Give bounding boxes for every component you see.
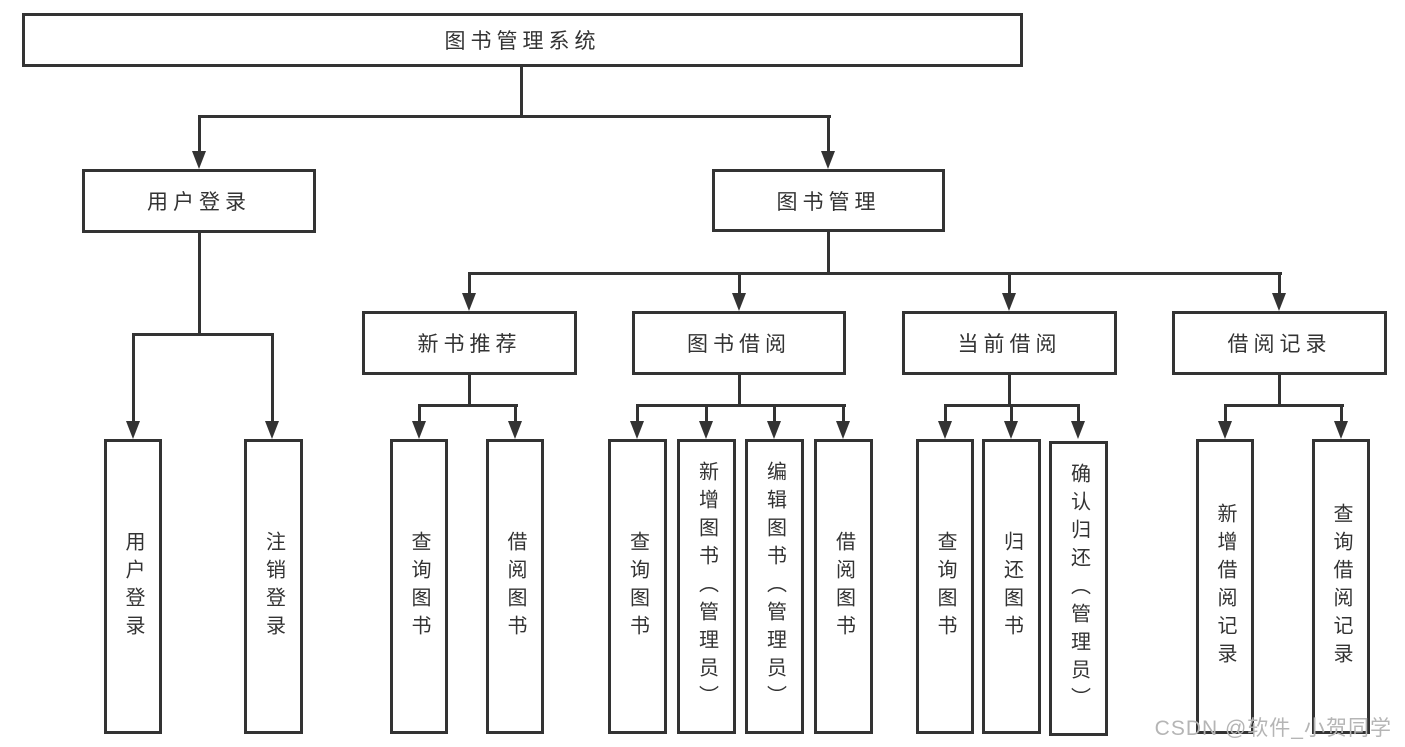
arrow-down-icon bbox=[1004, 421, 1018, 439]
arrow-down-icon bbox=[836, 421, 850, 439]
connector-line bbox=[827, 232, 830, 275]
node-book-management: 图书管理 bbox=[712, 169, 945, 232]
connector-line bbox=[198, 233, 201, 336]
connector-line bbox=[842, 404, 845, 424]
node-leaf-edit-books-admin: 编辑图书（管理员） bbox=[745, 439, 804, 734]
node-leaf-query-borrow-record: 查询借阅记录 bbox=[1312, 439, 1370, 734]
connector-line bbox=[468, 272, 471, 297]
connector-line bbox=[468, 375, 471, 407]
connector-line bbox=[1278, 375, 1281, 407]
arrow-down-icon bbox=[1218, 421, 1232, 439]
arrow-down-icon bbox=[1334, 421, 1348, 439]
connector-line bbox=[636, 404, 846, 407]
connector-line bbox=[1278, 272, 1281, 297]
arrow-down-icon bbox=[821, 151, 835, 169]
node-book-borrowing: 图书借阅 bbox=[632, 311, 846, 375]
connector-line bbox=[132, 333, 135, 423]
node-user-login: 用户登录 bbox=[82, 169, 316, 233]
arrow-down-icon bbox=[1071, 421, 1085, 439]
node-leaf-logout: 注销登录 bbox=[244, 439, 303, 734]
connector-line bbox=[198, 115, 831, 118]
arrow-down-icon bbox=[938, 421, 952, 439]
arrow-down-icon bbox=[699, 421, 713, 439]
connector-line bbox=[1010, 404, 1013, 424]
node-leaf-borrow-books: 借阅图书 bbox=[814, 439, 873, 734]
connector-line bbox=[132, 333, 274, 336]
node-leaf-add-borrow-record: 新增借阅记录 bbox=[1196, 439, 1254, 734]
node-borrowing-records: 借阅记录 bbox=[1172, 311, 1387, 375]
connector-line bbox=[705, 404, 708, 424]
node-leaf-user-login: 用户登录 bbox=[104, 439, 162, 734]
connector-line bbox=[738, 375, 741, 407]
arrow-down-icon bbox=[1272, 293, 1286, 311]
node-leaf-query-books: 查询图书 bbox=[608, 439, 667, 734]
node-leaf-return-books: 归还图书 bbox=[982, 439, 1041, 734]
connector-line bbox=[1008, 272, 1011, 297]
arrow-down-icon bbox=[192, 151, 206, 169]
connector-line bbox=[1224, 404, 1344, 407]
arrow-down-icon bbox=[1002, 293, 1016, 311]
connector-line bbox=[514, 404, 517, 424]
node-new-book-recommendation: 新书推荐 bbox=[362, 311, 577, 375]
arrow-down-icon bbox=[732, 293, 746, 311]
node-leaf-confirm-return-admin: 确认归还（管理员） bbox=[1049, 441, 1108, 736]
node-current-borrowing: 当前借阅 bbox=[902, 311, 1117, 375]
connector-line bbox=[1008, 375, 1011, 407]
node-leaf-query-books: 查询图书 bbox=[390, 439, 448, 734]
node-leaf-add-books-admin: 新增图书（管理员） bbox=[677, 439, 736, 734]
arrow-down-icon bbox=[767, 421, 781, 439]
csdn-watermark: CSDN @软件_小贺同学 bbox=[1154, 717, 1392, 740]
connector-line bbox=[1077, 404, 1080, 424]
connector-line bbox=[198, 115, 201, 153]
arrow-down-icon bbox=[630, 421, 644, 439]
connector-line bbox=[738, 272, 741, 297]
arrow-down-icon bbox=[126, 421, 140, 439]
arrow-down-icon bbox=[412, 421, 426, 439]
connector-line bbox=[418, 404, 421, 424]
connector-line bbox=[636, 404, 639, 424]
connector-line bbox=[468, 272, 1282, 275]
connector-line bbox=[1340, 404, 1343, 424]
node-leaf-query-books: 查询图书 bbox=[916, 439, 974, 734]
connector-line bbox=[418, 404, 518, 407]
node-leaf-borrow-books: 借阅图书 bbox=[486, 439, 544, 734]
connector-line bbox=[271, 333, 274, 423]
connector-line bbox=[944, 404, 947, 424]
arrow-down-icon bbox=[508, 421, 522, 439]
connector-line bbox=[773, 404, 776, 424]
node-root-library-system: 图书管理系统 bbox=[22, 13, 1023, 67]
connector-line bbox=[827, 115, 830, 153]
connector-line bbox=[520, 67, 523, 118]
arrow-down-icon bbox=[265, 421, 279, 439]
connector-line bbox=[1224, 404, 1227, 424]
arrow-down-icon bbox=[462, 293, 476, 311]
